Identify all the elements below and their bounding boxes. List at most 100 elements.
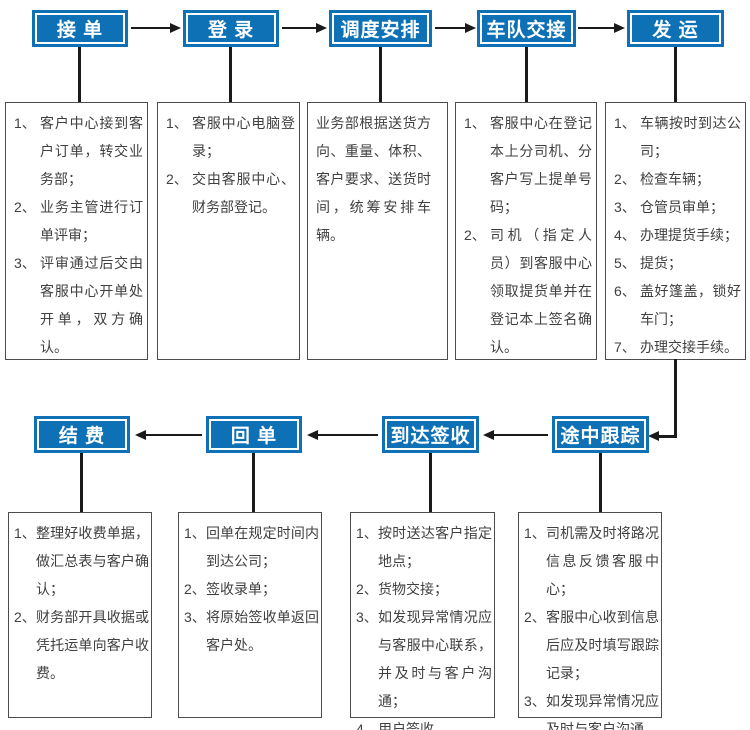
detail-box-fleet-handover: 1、客服中心在登记本上分司机、分客户写上提单号码；2、司机（指定人员）到客服中心… [455,102,597,360]
list-item-number: 3、 [356,609,378,625]
list-item-number: 2、 [614,171,636,187]
list-item-number: 2、 [166,171,188,187]
list-item: 业务部根据送货方向、重量、体积、客户要求、送货时间，统筹安排车辆。 [316,109,443,249]
list-item-number: 1、 [166,115,188,131]
flow-arrow-line [318,434,378,436]
list-item-text: 业务部根据送货方向、重量、体积、客户要求、送货时间，统筹安排车辆。 [316,115,431,243]
list-item: 3、如发现异常情况应及时与客户沟通。 [524,687,659,730]
list-item-number: 1、 [524,525,546,541]
list-item-number: 1、 [14,525,36,541]
list-item: 3、将原始签收单返回客户处。 [184,603,319,659]
detail-box-receive-order: 1、客户中心接到客户订单，转交业务部；2、业务主管进行订单评审；3、评审通过后交… [5,102,148,360]
list-item: 1、客服中心在登记本上分司机、分客户写上提单号码； [464,109,592,221]
list-item-text: 如发现异常情况应及时与客户沟通。 [546,693,659,730]
detail-box-login: 1、客服中心电脑登录；2、交由客服中心、财务部登记。 [157,102,300,360]
list-item: 1、回单在规定时间内到达公司； [184,519,319,575]
step-arrival-sign: 到达签收 [382,416,479,453]
list-item-number: 3、 [614,199,636,215]
connector-line [525,47,528,102]
flow-arrow-line [494,434,548,436]
step-settlement-label: 结 费 [37,419,127,450]
list-item: 1、整理好收费单据，做汇总表与客户确认； [14,519,149,603]
list-item-text: 用户签收。 [378,721,448,730]
list-item-text: 客服中心电脑登录； [192,115,295,159]
list-item-number: 3、 [14,255,36,271]
list-item-text: 按时送达客户指定地点； [378,525,492,569]
list-item-number: 1、 [14,115,36,131]
flow-arrow-line [131,27,170,29]
list-item: 4、办理提货手续； [614,221,741,249]
list-item-number: 1、 [356,525,378,541]
list-item-number: 7、 [614,339,636,355]
list-item: 1、按时送达客户指定地点； [356,519,492,575]
step-arrival-sign-label: 到达签收 [385,419,476,450]
detail-box-settlement: 1、整理好收费单据，做汇总表与客户确认；2、财务部开具收据或凭托运单向客户收费。 [8,512,152,718]
list-item-number: 4、 [614,227,636,243]
list-item-text: 财务部开具收据或凭托运单向客户收费。 [36,609,149,681]
list-item: 2、财务部开具收据或凭托运单向客户收费。 [14,603,149,687]
arrow-right-icon [614,23,625,33]
connector-line [599,453,602,512]
detail-box-transit-tracking: 1、司机需及时将路况信息反馈客服中心；2、客服中心收到信息后应及时填写跟踪记录；… [518,512,662,730]
list-item-number: 6、 [614,283,636,299]
detail-box-receipt: 1、回单在规定时间内到达公司；2、签收录单；3、将原始签收单返回客户处。 [178,512,322,718]
list-item-text: 办理交接手续。 [640,339,738,355]
list-item: 1、车辆按时到达公司； [614,109,741,165]
list-item-number: 1、 [464,115,486,131]
list-item: 2、货物交接； [356,575,492,603]
list-item-text: 司机需及时将路况信息反馈客服中心； [546,525,659,597]
detail-box-arrival-sign: 1、按时送达客户指定地点；2、货物交接；3、如发现异常情况应与客服中心联系，并及… [350,512,495,730]
list-item: 5、提货； [614,249,741,277]
step-login-label: 登 录 [186,13,276,44]
connector-line [659,435,677,438]
detail-box-shipping: 1、车辆按时到达公司；2、检查车辆；3、仓管员审单；4、办理提货手续；5、提货；… [605,102,746,360]
list-item-text: 客户中心接到客户订单，转交业务部； [40,115,143,187]
list-item-number: 3、 [524,693,546,709]
list-item: 2、签收录单； [184,575,319,603]
arrow-left-icon [135,430,146,440]
list-item-number: 2、 [524,609,546,625]
step-shipping-label: 发 运 [630,13,721,44]
list-item-number: 4、 [356,721,378,730]
list-item-text: 业务主管进行订单评审； [40,199,143,243]
step-login: 登 录 [183,10,279,47]
list-item-text: 客服中心收到信息后应及时填写跟踪记录； [546,609,659,681]
list-item-number: 3、 [184,609,206,625]
arrow-left-icon [648,431,659,441]
list-item: 3、仓管员审单； [614,193,741,221]
flow-arrow-line [146,434,202,436]
list-item-number: 1、 [184,525,206,541]
list-item-text: 如发现异常情况应与客服中心联系，并及时与客户沟通； [378,609,492,709]
list-item-number: 2、 [14,609,36,625]
list-item-text: 整理好收费单据，做汇总表与客户确认； [36,525,149,597]
list-item-text: 车辆按时到达公司； [640,115,741,159]
connector-line [674,359,677,438]
step-fleet-handover: 车队交接 [477,10,576,47]
step-shipping: 发 运 [627,10,724,47]
list-item: 4、用户签收。 [356,715,492,730]
connector-line [379,47,382,102]
list-item: 1、客户中心接到客户订单，转交业务部； [14,109,143,193]
list-item-text: 检查车辆； [640,171,710,187]
list-item-text: 交由客服中心、财务部登记。 [192,171,295,215]
list-item-text: 仓管员审单； [640,199,724,215]
step-receipt: 回 单 [206,416,302,453]
step-dispatch-label: 调度安排 [332,13,429,44]
list-item: 3、评审通过后交由客服中心开单处开单，双方确认。 [14,249,143,361]
list-item: 3、如发现异常情况应与客服中心联系，并及时与客户沟通； [356,603,492,715]
list-item-text: 提货； [640,255,682,271]
list-item: 1、司机需及时将路况信息反馈客服中心； [524,519,659,603]
list-item: 2、交由客服中心、财务部登记。 [166,165,295,221]
list-item-text: 盖好篷盖，锁好车门； [640,283,741,327]
flow-arrow-line [435,27,465,29]
list-item-number: 2、 [14,199,36,215]
connector-line [674,47,677,102]
list-item-text: 客服中心在登记本上分司机、分客户写上提单号码； [490,115,592,215]
arrow-left-icon [307,430,318,440]
step-receive-order: 接 单 [32,10,128,47]
detail-box-dispatch: 业务部根据送货方向、重量、体积、客户要求、送货时间，统筹安排车辆。 [307,102,448,360]
list-item: 2、司机（指定人员）到客服中心领取提货单并在登记本上签名确认。 [464,221,592,361]
connector-line [252,453,255,512]
connector-line [229,47,232,102]
step-receive-order-label: 接 单 [35,13,125,44]
